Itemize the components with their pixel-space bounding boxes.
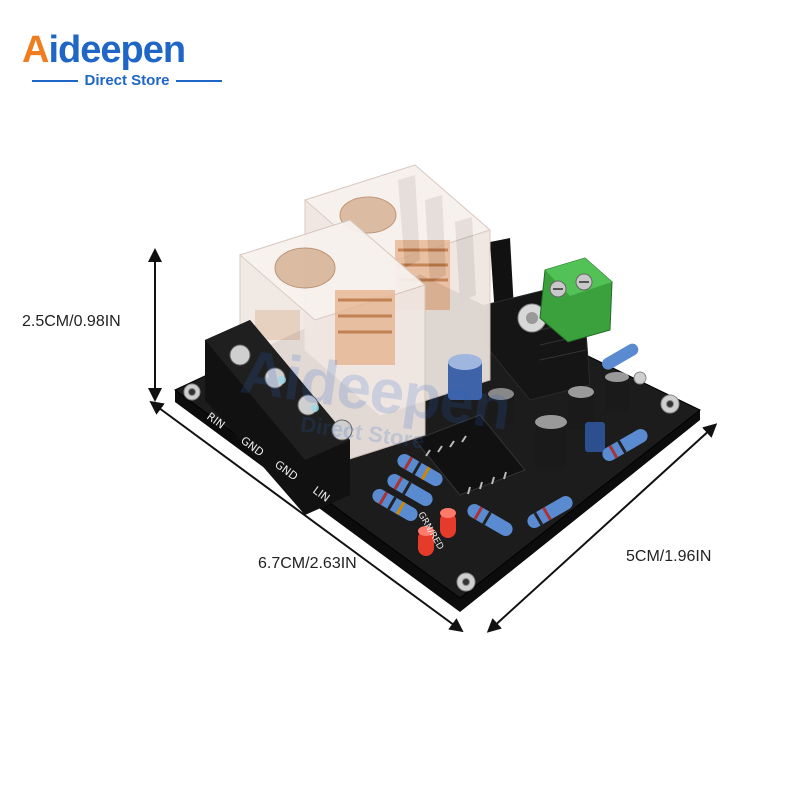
pcb-edge [175, 390, 700, 612]
resistors [372, 343, 648, 536]
mounting-holes [183, 371, 680, 592]
brand-logo: Aideepen Direct Store [22, 28, 222, 98]
power-terminal [539, 257, 613, 343]
height-dimension-label: 2.5CM/0.98IN [22, 313, 121, 330]
width-dimension-arrow [486, 423, 718, 633]
brand-initial: A [22, 29, 49, 71]
screw-terminal-block [205, 320, 353, 515]
ic-chip [414, 414, 526, 496]
brand-name: ideepen [48, 29, 186, 71]
length-dimension-arrow [149, 400, 464, 633]
leds [418, 508, 456, 556]
length-dimension-label: 6.7CM/2.63IN [258, 555, 357, 572]
width-dimension-label: 5CM/1.96IN [626, 548, 712, 565]
brand-tagline: Direct Store [84, 72, 170, 89]
capacitors [448, 354, 629, 468]
